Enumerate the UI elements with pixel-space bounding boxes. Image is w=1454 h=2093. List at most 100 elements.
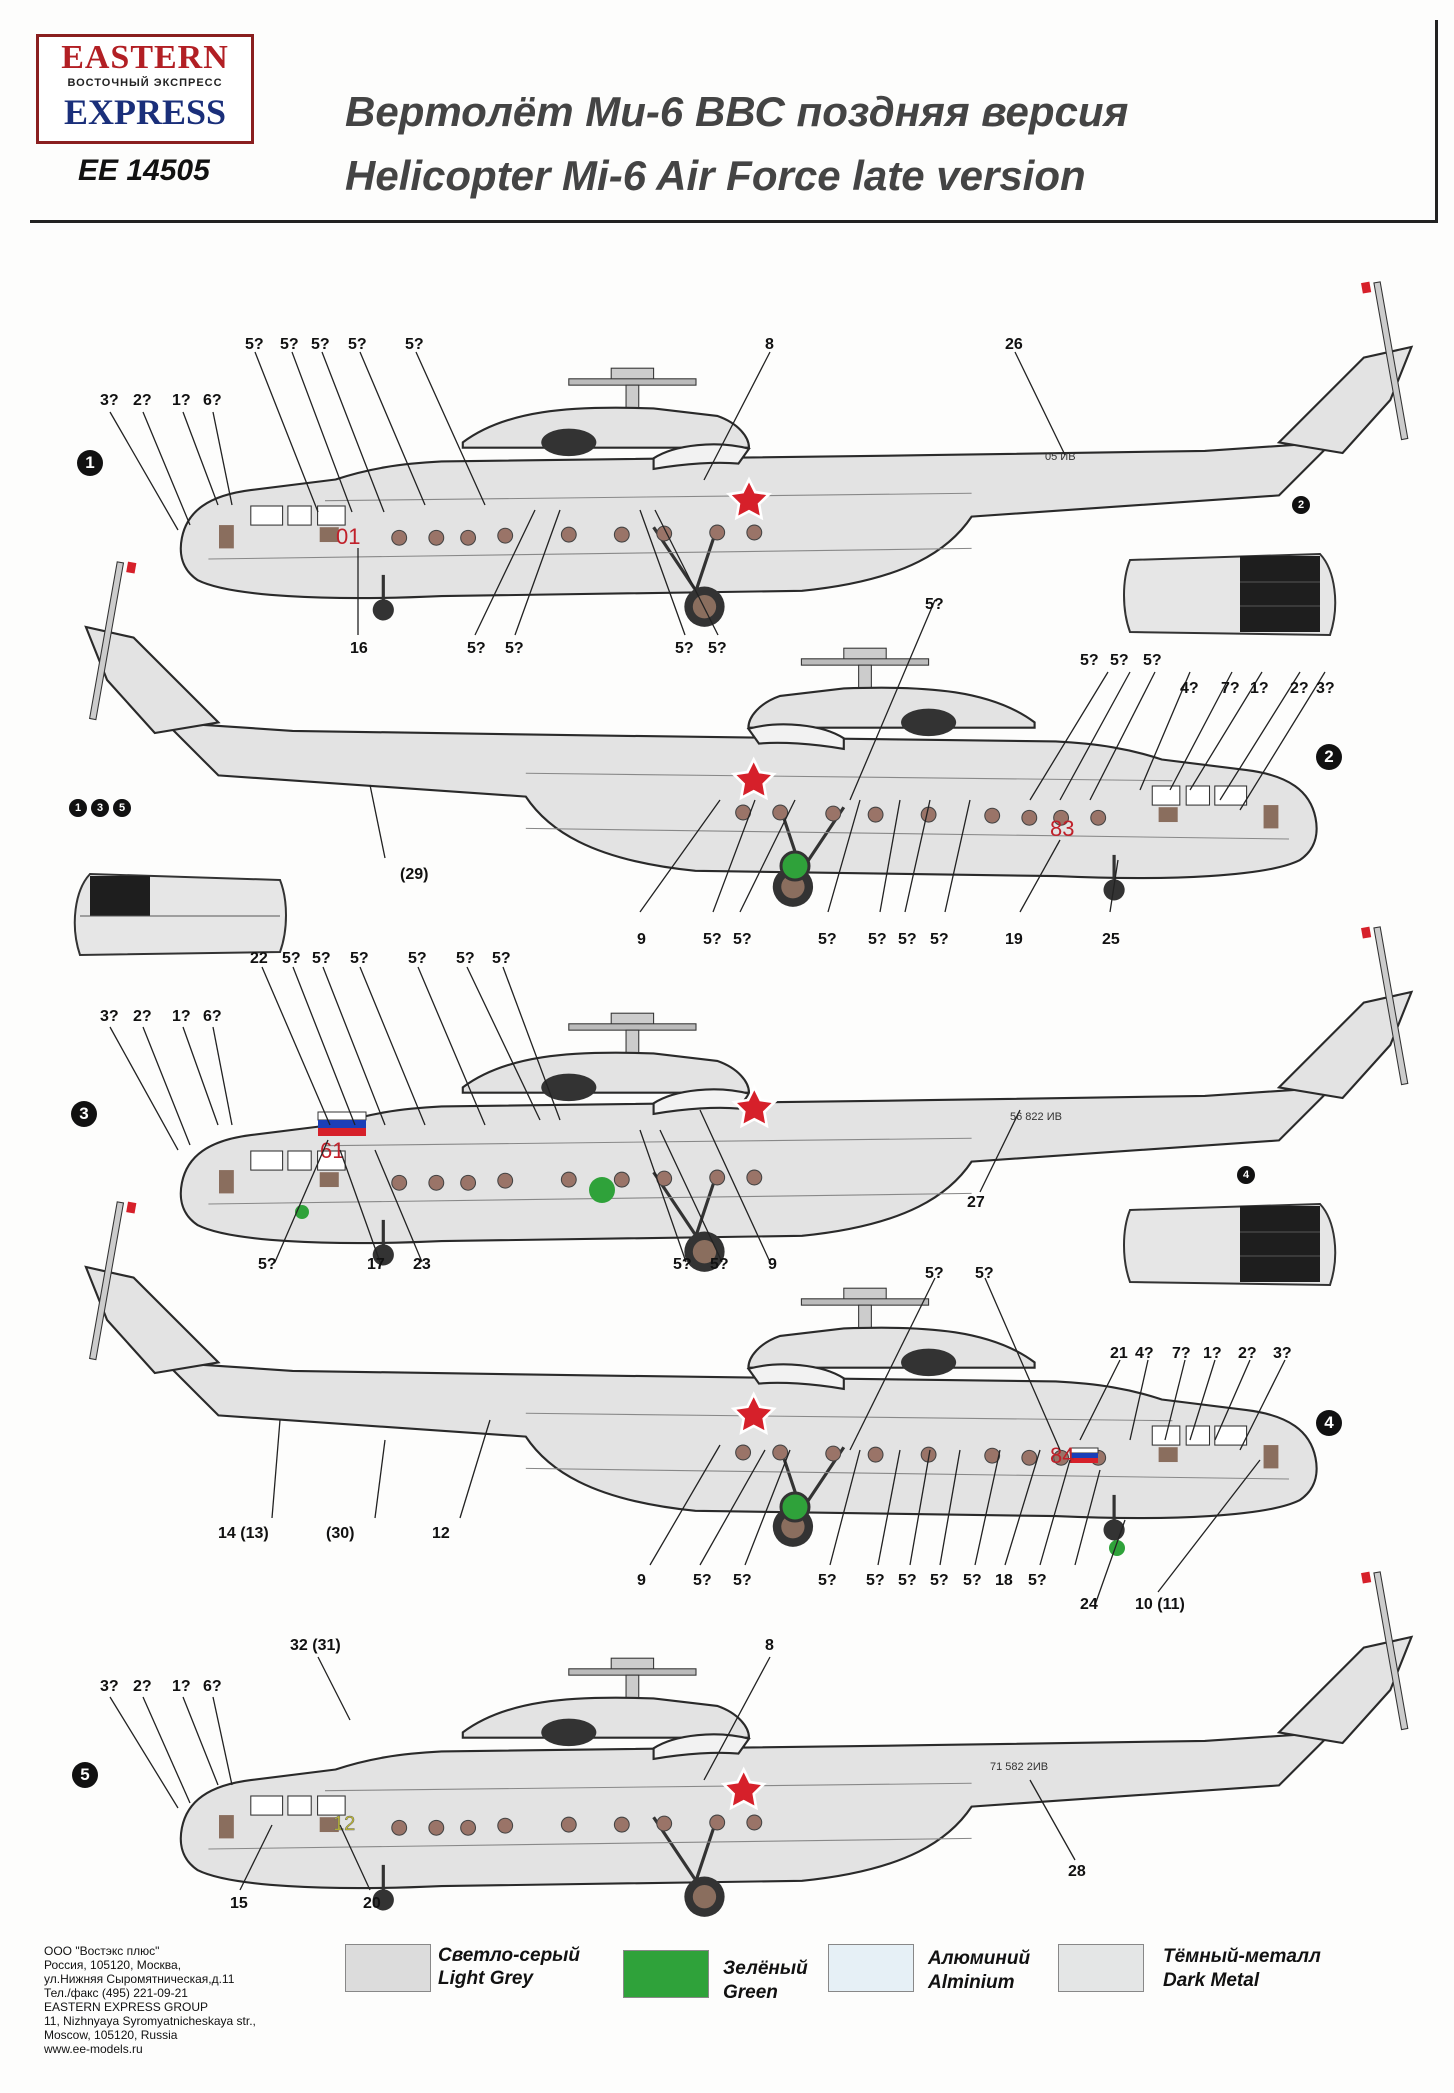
- callout: 28: [1068, 1863, 1086, 1880]
- svg-text:71 582 2ИВ: 71 582 2ИВ: [990, 1761, 1048, 1773]
- callout: 7?: [1172, 1345, 1191, 1362]
- callout: 5?: [350, 950, 369, 967]
- title-english: Helicopter Mi-6 Air Force late version: [345, 152, 1086, 199]
- legend-swatch-dark-metal: [1058, 1944, 1144, 1992]
- title-russian: Вертолёт Ми-6 ВВС поздняя версия: [345, 88, 1129, 135]
- callout: 5?: [456, 950, 475, 967]
- callout: 5?: [311, 336, 330, 353]
- callout: 1?: [172, 1678, 191, 1695]
- callout: 5?: [975, 1265, 994, 1282]
- callout: 10 (11): [1135, 1596, 1185, 1613]
- legend-dark-metal-en: Dark Metal: [1163, 1970, 1260, 1991]
- callout: 5?: [733, 1572, 752, 1589]
- callout: 5?: [925, 596, 944, 613]
- callout: 3?: [1273, 1345, 1292, 1362]
- profile-number-2: 2: [1316, 744, 1342, 770]
- blade-marker-3: 3: [91, 799, 109, 817]
- profile-number-4: 4: [1316, 1410, 1342, 1436]
- callout: 27: [967, 1194, 985, 1211]
- profile-5-helicopter: [179, 1570, 1414, 1919]
- callout: 5?: [348, 336, 367, 353]
- callout: (29): [400, 866, 429, 883]
- callout: 21: [1110, 1345, 1128, 1362]
- callout: 5?: [408, 950, 427, 967]
- logo-eastern: EASTERN: [61, 39, 229, 76]
- blade-panel-left: [73, 872, 287, 957]
- callout: 5?: [733, 931, 752, 948]
- callout: 5?: [818, 1572, 837, 1589]
- callout: 5?: [898, 1572, 917, 1589]
- profile-number-3: 3: [71, 1101, 97, 1127]
- product-code: EE 14505: [78, 154, 210, 187]
- callout: 5?: [1143, 652, 1162, 669]
- callout: (30): [326, 1525, 355, 1542]
- callout: 5?: [280, 336, 299, 353]
- blade-marker-1: 1: [69, 799, 87, 817]
- blade-marker-2: 2: [1292, 496, 1310, 514]
- callout: 5?: [963, 1572, 982, 1589]
- callout: 5?: [1110, 652, 1129, 669]
- legend-light-grey-en: Light Grey: [438, 1968, 534, 1989]
- header-frame: [30, 20, 1438, 223]
- callout: 2?: [133, 392, 152, 409]
- callout: 5?: [258, 1256, 277, 1273]
- callout: 5?: [467, 640, 486, 657]
- blade-marker-4: 4: [1237, 1166, 1255, 1184]
- callout: 5?: [312, 950, 331, 967]
- callout: 4?: [1135, 1345, 1154, 1362]
- legend-swatch-light-grey: [345, 1944, 431, 1992]
- callout: 3?: [100, 1678, 119, 1695]
- callout: 17: [367, 1256, 385, 1273]
- svg-text:12: 12: [333, 1813, 355, 1835]
- legend-aluminium-ru: Алюминий: [928, 1948, 1031, 1969]
- callout: 2?: [133, 1008, 152, 1025]
- logo-express: EXPRESS: [63, 92, 227, 132]
- callout: 3?: [100, 392, 119, 409]
- legend-green-en: Green: [723, 1982, 778, 2003]
- callout: 5?: [710, 1256, 729, 1273]
- callout: 5?: [868, 931, 887, 948]
- callout: 32 (31): [290, 1637, 341, 1654]
- callout: 5?: [866, 1572, 885, 1589]
- callout: 3?: [1316, 680, 1335, 697]
- callout: 22: [250, 950, 268, 967]
- blade-panel-right-2: [1123, 1203, 1337, 1286]
- legend-light-grey-ru: Светло-серый: [438, 1945, 581, 1966]
- callout: 4?: [1180, 680, 1199, 697]
- logo-subtitle: ВОСТОЧНЫЙ ЭКСПРЕСС: [67, 77, 223, 89]
- callout: 5?: [930, 1572, 949, 1589]
- callout: 5?: [675, 640, 694, 657]
- callout: 9: [768, 1256, 777, 1273]
- callout: 20: [363, 1895, 381, 1912]
- callout: 5?: [925, 1265, 944, 1282]
- blade-panel-right-1: [1123, 553, 1337, 636]
- callout: 6?: [203, 392, 222, 409]
- callout: 5?: [673, 1256, 692, 1273]
- callout: 2?: [1290, 680, 1309, 697]
- callout: 14 (13): [218, 1525, 269, 1542]
- callout: 6?: [203, 1678, 222, 1695]
- svg-text:05 ИВ: 05 ИВ: [1045, 451, 1076, 463]
- callout: 23: [413, 1256, 431, 1273]
- callout: 8: [765, 1637, 774, 1654]
- callout: 8: [765, 336, 774, 353]
- callout: 5?: [282, 950, 301, 967]
- profile-1-side-number: 01: [336, 524, 360, 549]
- callout: 2?: [133, 1678, 152, 1695]
- callout: 3?: [100, 1008, 119, 1025]
- callout: 19: [1005, 931, 1023, 948]
- svg-text:56 822 ИВ: 56 822 ИВ: [1010, 1111, 1062, 1123]
- callout: 5?: [492, 950, 511, 967]
- blade-marker-5: 5: [113, 799, 131, 817]
- profile-number-1: 1: [77, 450, 103, 476]
- callout: 5?: [898, 931, 917, 948]
- callout: 5?: [930, 931, 949, 948]
- callout: 26: [1005, 336, 1023, 353]
- callout: 5?: [245, 336, 264, 353]
- callout: 9: [637, 1572, 646, 1589]
- callout: 5?: [818, 931, 837, 948]
- callout: 1?: [172, 392, 191, 409]
- callout: 15: [230, 1895, 248, 1912]
- svg-text:84: 84: [1050, 1443, 1074, 1468]
